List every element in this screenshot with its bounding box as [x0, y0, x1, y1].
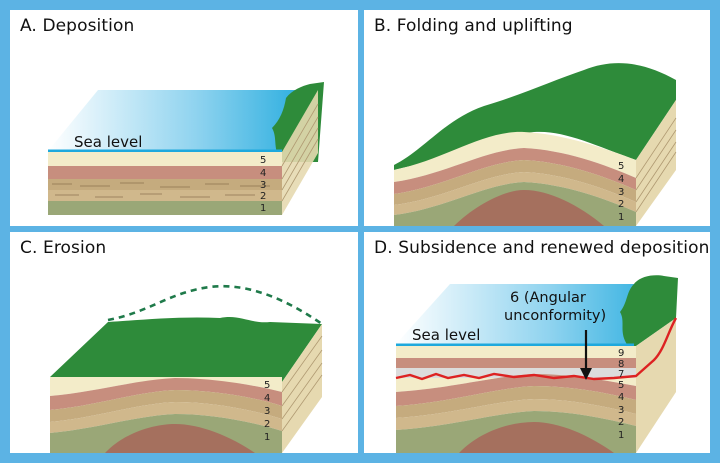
- layer-4: [396, 374, 636, 406]
- panel-folding: B. Folding and uplifting 5 4 3 2 1: [364, 10, 710, 226]
- core-rock: [459, 422, 614, 453]
- layer-number: 2: [264, 419, 270, 430]
- layer-number: 3: [260, 180, 266, 191]
- sea-level-label: Sea level: [74, 133, 142, 151]
- layer-4: [48, 166, 282, 179]
- block-side-face: [282, 90, 318, 215]
- core-rock: [454, 190, 604, 226]
- sea-level-label: Sea level: [412, 326, 480, 344]
- layer-number: 4: [264, 393, 270, 404]
- panel-title: D. Subsidence and renewed deposition: [374, 238, 710, 258]
- layer-number: 4: [618, 174, 624, 185]
- unconformity-label-line2: unconformity): [504, 308, 606, 324]
- layer-number: 1: [618, 430, 624, 441]
- layer-1: [48, 201, 282, 215]
- layer-3: [396, 386, 636, 418]
- land-surface: [394, 63, 676, 170]
- layer-number: 5: [618, 380, 624, 391]
- layer-2: [396, 399, 636, 430]
- layer-number: 3: [618, 187, 624, 198]
- layer-4: [394, 148, 636, 194]
- layer-number: 5: [260, 155, 266, 166]
- land-surface: [50, 317, 322, 382]
- block-side-face: [282, 324, 322, 453]
- panel-subsidence: D. Subsidence and renewed deposition: [364, 232, 710, 453]
- layer-7: [396, 368, 636, 378]
- sea-surface: [396, 284, 676, 346]
- layer-number: 5: [618, 161, 624, 172]
- layer-4: [50, 378, 282, 410]
- block-side-face: [636, 100, 676, 226]
- layer-number: 3: [264, 406, 270, 417]
- panel-deposition: A. Deposition Sea level 5 4 3 2: [10, 10, 358, 226]
- layer-3: [48, 179, 282, 190]
- sea-surface: [48, 90, 318, 162]
- former-surface-dashed: [107, 284, 323, 326]
- layer-number: 1: [260, 203, 266, 214]
- layer-2: [48, 190, 282, 201]
- folding-diagram: 5 4 3 2 1: [394, 63, 677, 226]
- layer-8: [396, 358, 636, 368]
- layer-5: [48, 152, 282, 166]
- layer-number: 3: [618, 405, 624, 416]
- sand-texture: [52, 182, 270, 198]
- layer-number: 4: [618, 392, 624, 403]
- layer-5: [394, 131, 636, 182]
- layer-number: 2: [618, 199, 624, 210]
- panel-erosion: C. Erosion 5 4 3 2 1: [10, 232, 358, 453]
- panel-title: B. Folding and uplifting: [374, 16, 573, 36]
- layer-number: 1: [264, 432, 270, 443]
- block-side-face: [636, 318, 676, 453]
- layer-3: [50, 390, 282, 422]
- subsidence-diagram: Sea level 6 (Angular unconformity) 9 8 7…: [395, 275, 678, 453]
- layer-number: 2: [260, 191, 266, 202]
- land-surface: [620, 275, 678, 346]
- unconformity-line: [395, 317, 678, 381]
- core-rock: [105, 424, 255, 453]
- panel-title: A. Deposition: [20, 16, 135, 36]
- deposition-diagram: Sea level 5 4 3 2 1: [48, 82, 324, 215]
- layer-2: [50, 402, 282, 433]
- erosion-diagram: 5 4 3 2 1: [50, 284, 323, 453]
- panel-title: C. Erosion: [20, 238, 107, 258]
- layer-3: [394, 160, 636, 205]
- arrow-head: [580, 368, 592, 380]
- unconformity-label-line1: 6 (Angular: [510, 290, 586, 306]
- layer-2: [394, 172, 636, 215]
- layer-number: 4: [260, 168, 266, 179]
- layer-number: 8: [618, 359, 624, 370]
- layer-9: [396, 346, 636, 358]
- layer-5: [396, 374, 636, 392]
- layer-number: 1: [618, 212, 624, 223]
- layer-number: 9: [618, 348, 624, 359]
- layer-number: 5: [264, 380, 270, 391]
- layer-number: 7: [618, 369, 624, 380]
- layer-number: 2: [618, 417, 624, 428]
